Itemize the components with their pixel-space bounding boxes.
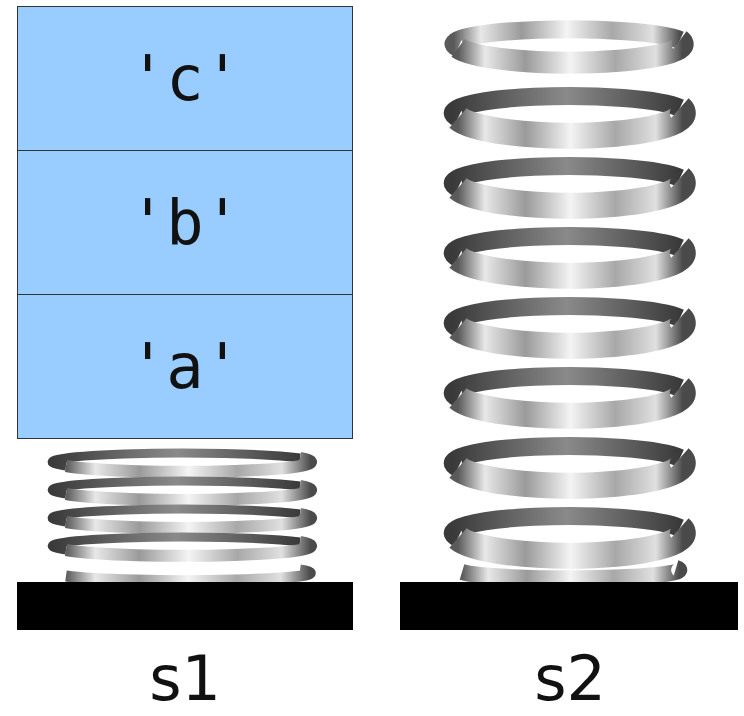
spring-coil: [458, 528, 683, 556]
item-label: 'b': [129, 192, 241, 254]
spring-coil: [458, 248, 683, 276]
spring-coil: [458, 40, 683, 63]
spring-coil: [454, 29, 680, 48]
stacked-item-box: 'c': [17, 6, 353, 151]
spring-coil: [458, 108, 683, 136]
stacked-item-box: 'a': [17, 294, 353, 439]
spring-coil: [453, 166, 680, 188]
spring-coil: [453, 376, 680, 398]
spring-coil: [453, 446, 680, 468]
spring-coil: [462, 568, 679, 578]
item-label: 'c': [129, 48, 241, 110]
spring-coil: [453, 236, 680, 258]
spring-coil: [66, 570, 310, 581]
spring-coil: [66, 514, 311, 528]
spring-coil: [66, 542, 311, 556]
spring-coil: [66, 458, 311, 472]
compressed-spring: [52, 453, 311, 581]
relaxed-spring: [453, 29, 683, 578]
spring-base: [17, 582, 353, 630]
spring-coil: [453, 516, 680, 538]
stacked-item-box: 'b': [17, 150, 353, 295]
stack-name: s1: [149, 648, 221, 710]
spring-base: [400, 582, 738, 630]
spring-coil: [458, 458, 683, 486]
item-label: 'a': [129, 336, 241, 398]
spring-coil: [458, 388, 683, 416]
spring-coil: [453, 306, 680, 328]
stack-name: s2: [534, 648, 606, 710]
spring-coil: [453, 96, 680, 118]
spring-coil: [458, 318, 683, 346]
spring-coil: [66, 486, 311, 500]
spring-coil: [458, 178, 683, 206]
